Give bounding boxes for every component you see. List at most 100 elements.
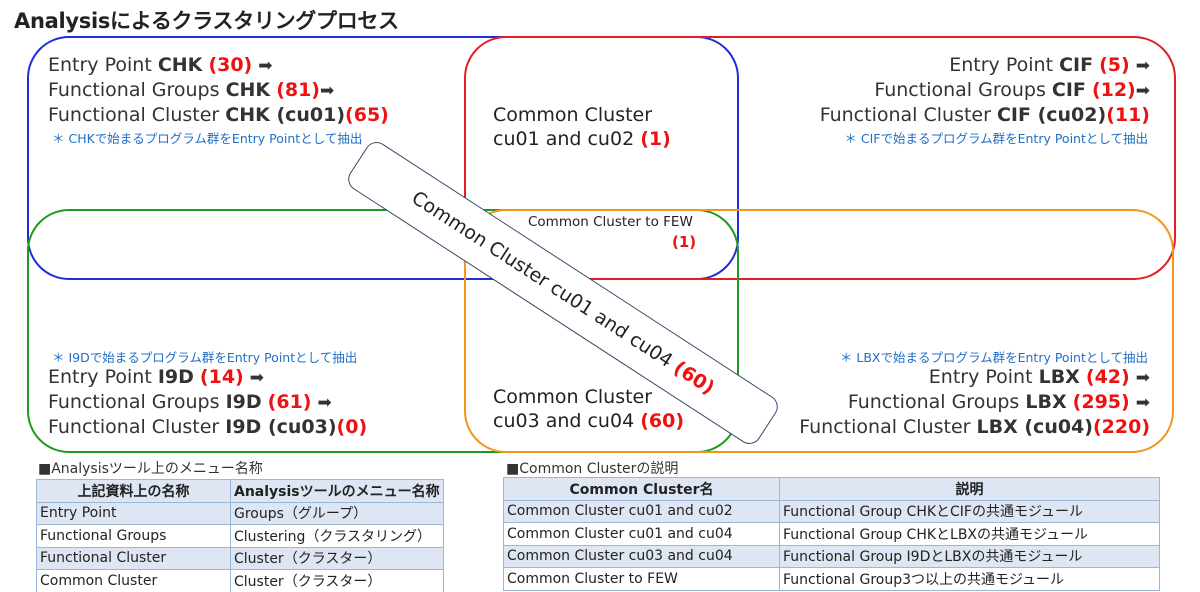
lbx-fg-label: Functional Groups bbox=[847, 391, 1026, 413]
table-cell: Common Cluster cu03 and cu04 bbox=[503, 544, 780, 568]
lbx-functional-cluster-line: Functional Cluster LBX (cu04)(220) bbox=[799, 415, 1150, 439]
chk-fc-key: CHK (cu01) bbox=[225, 104, 346, 126]
chk-entry-point-line: Entry Point CHK (30) ➡ bbox=[48, 53, 389, 78]
cif-entry-point-line: Entry Point CIF (5) ➡ bbox=[820, 53, 1150, 78]
table-cell: Functional Cluster bbox=[36, 546, 231, 570]
lbx-entry-label: Entry Point bbox=[928, 366, 1039, 388]
table-row: Common Cluster cu01 and cu04 Functional … bbox=[503, 522, 1160, 546]
table-cell: Functional Group I9DとLBXの共通モジュール bbox=[779, 544, 1160, 568]
i9d-fc-key: I9D (cu03) bbox=[225, 416, 337, 438]
lbx-note: ＊ LBXで始まるプログラム群をEntry Pointとして抽出 bbox=[839, 350, 1148, 365]
table-cell: Common Cluster cu01 and cu04 bbox=[503, 522, 780, 546]
common-cluster-table: Common Cluster名 説明 Common Cluster cu01 a… bbox=[503, 477, 1160, 591]
i9d-entry-key: I9D bbox=[157, 366, 194, 388]
chk-functional-cluster-line: Functional Cluster CHK (cu01)(65) bbox=[48, 103, 389, 127]
cif-fc-count: (11) bbox=[1106, 104, 1150, 126]
menu-names-section-title: ■Analysisツール上のメニュー名称 bbox=[38, 461, 263, 477]
common-cluster-cu01-cu02-line1: Common Cluster bbox=[493, 104, 653, 126]
table-cell: Functional Groups bbox=[36, 524, 231, 548]
cif-entry-key: CIF bbox=[1059, 54, 1094, 76]
table-cell: Functional Group CHKとCIFの共通モジュール bbox=[779, 499, 1160, 523]
table-cell: Functional Group CHKとLBXの共通モジュール bbox=[779, 522, 1160, 546]
right-arrow-icon: ➡ bbox=[1135, 56, 1150, 76]
table-cell: Clustering（クラスタリング） bbox=[230, 524, 444, 548]
cif-functional-groups-line: Functional Groups CIF (12)➡ bbox=[820, 78, 1150, 103]
right-arrow-icon: ➡ bbox=[1135, 81, 1150, 101]
i9d-fc-label: Functional Cluster bbox=[48, 416, 226, 438]
common-cluster-section-title: ■Common Clusterの説明 bbox=[506, 461, 679, 477]
right-arrow-icon: ➡ bbox=[249, 368, 265, 388]
lbx-fg-count: (295) bbox=[1072, 391, 1130, 413]
cif-note: ＊ CIFで始まるプログラム群をEntry Pointとして抽出 bbox=[844, 131, 1148, 146]
table-cell: Cluster（クラスター） bbox=[230, 569, 444, 592]
i9d-fg-key: I9D bbox=[225, 391, 262, 413]
common-cluster-cu01-cu02-count: (1) bbox=[640, 128, 671, 150]
chk-entry-count: (30) bbox=[208, 54, 253, 76]
common-cluster-cu03-cu04-label: cu03 and cu04 bbox=[493, 410, 641, 432]
right-arrow-icon: ➡ bbox=[1135, 368, 1150, 388]
common-cluster-few-count: (1) bbox=[672, 233, 697, 251]
common-cluster-cu03-cu04: Common Cluster cu03 and cu04 (60) bbox=[493, 385, 684, 433]
table-row: Common Cluster cu03 and cu04 Functional … bbox=[503, 544, 1160, 568]
i9d-entry-label: Entry Point bbox=[48, 366, 158, 388]
lbx-entry-point-line: Entry Point LBX (42) ➡ bbox=[799, 365, 1150, 390]
slide-title: Analysisによるクラスタリングプロセス bbox=[14, 9, 399, 33]
common-cluster-cu01-cu04-count: (60) bbox=[669, 356, 719, 400]
table-row: Common Cluster Cluster（クラスター） bbox=[36, 569, 444, 592]
right-arrow-icon: ➡ bbox=[1135, 393, 1150, 413]
common-cluster-few-label: Common Cluster to FEW bbox=[528, 214, 693, 230]
i9d-stats: Entry Point I9D (14) ➡ Functional Groups… bbox=[48, 365, 367, 439]
i9d-fg-label: Functional Groups bbox=[48, 391, 226, 413]
cif-entry-count: (5) bbox=[1099, 54, 1130, 76]
table-cell: Groups（グループ） bbox=[230, 501, 444, 525]
i9d-fg-count: (61) bbox=[267, 391, 312, 413]
cif-fc-key: CIF (cu02) bbox=[996, 104, 1107, 126]
column-header: 説明 bbox=[779, 477, 1160, 501]
i9d-functional-cluster-line: Functional Cluster I9D (cu03)(0) bbox=[48, 415, 367, 439]
i9d-fc-count: (0) bbox=[336, 416, 368, 438]
table-header-row: 上記資料上の名称 Analysisツールのメニュー名称 bbox=[36, 479, 444, 503]
i9d-entry-point-line: Entry Point I9D (14) ➡ bbox=[48, 365, 367, 390]
chk-entry-label: Entry Point bbox=[48, 54, 158, 76]
cif-fg-label: Functional Groups bbox=[874, 79, 1052, 101]
table-cell: Entry Point bbox=[36, 501, 231, 525]
lbx-functional-groups-line: Functional Groups LBX (295) ➡ bbox=[799, 390, 1150, 415]
table-row: Entry Point Groups（グループ） bbox=[36, 501, 444, 525]
lbx-entry-key: LBX bbox=[1038, 366, 1080, 388]
column-header: Analysisツールのメニュー名称 bbox=[230, 479, 444, 503]
common-cluster-cu03-cu04-line1: Common Cluster bbox=[493, 386, 653, 408]
cif-functional-cluster-line: Functional Cluster CIF (cu02)(11) bbox=[820, 103, 1150, 127]
table-cell: Cluster（クラスター） bbox=[230, 546, 444, 570]
chk-fc-label: Functional Cluster bbox=[48, 104, 226, 126]
common-cluster-cu01-cu02-label: cu01 and cu02 bbox=[493, 128, 641, 150]
common-cluster-cu03-cu04-line2: cu03 and cu04 (60) bbox=[493, 409, 684, 433]
i9d-note: ＊ I9Dで始まるプログラム群をEntry Pointとして抽出 bbox=[52, 350, 358, 365]
table-cell: Functional Group3つ以上の共通モジュール bbox=[779, 567, 1160, 591]
menu-names-table: 上記資料上の名称 Analysisツールのメニュー名称 Entry Point … bbox=[36, 479, 444, 592]
i9d-entry-count: (14) bbox=[199, 366, 244, 388]
chk-functional-groups-line: Functional Groups CHK (81)➡ bbox=[48, 78, 389, 103]
column-header: 上記資料上の名称 bbox=[36, 479, 231, 503]
table-row: Common Cluster cu01 and cu02 Functional … bbox=[503, 499, 1160, 523]
lbx-fc-count: (220) bbox=[1092, 416, 1150, 438]
chk-note: ＊ CHKで始まるプログラム群をEntry Pointとして抽出 bbox=[52, 131, 363, 146]
i9d-functional-groups-line: Functional Groups I9D (61) ➡ bbox=[48, 390, 367, 415]
chk-fg-count: (81) bbox=[276, 79, 320, 101]
common-cluster-cu03-cu04-count: (60) bbox=[640, 410, 685, 432]
cif-fg-count: (12) bbox=[1091, 79, 1136, 101]
cif-fg-key: CIF bbox=[1051, 79, 1086, 101]
table-row: Common Cluster to FEW Functional Group3つ… bbox=[503, 567, 1160, 591]
table-row: Functional Cluster Cluster（クラスター） bbox=[36, 546, 444, 570]
common-cluster-cu01-cu02-line2: cu01 and cu02 (1) bbox=[493, 127, 671, 151]
chk-fg-key: CHK bbox=[225, 79, 271, 101]
right-arrow-icon: ➡ bbox=[258, 56, 273, 76]
table-cell: Common Cluster cu01 and cu02 bbox=[503, 499, 780, 523]
table-cell: Common Cluster to FEW bbox=[503, 567, 780, 591]
cif-entry-label: Entry Point bbox=[949, 54, 1060, 76]
table-row: Functional Groups Clustering（クラスタリング） bbox=[36, 524, 444, 548]
chk-fg-label: Functional Groups bbox=[48, 79, 226, 101]
lbx-stats: Entry Point LBX (42) ➡ Functional Groups… bbox=[799, 365, 1150, 439]
lbx-entry-count: (42) bbox=[1085, 366, 1130, 388]
right-arrow-icon: ➡ bbox=[320, 81, 335, 101]
